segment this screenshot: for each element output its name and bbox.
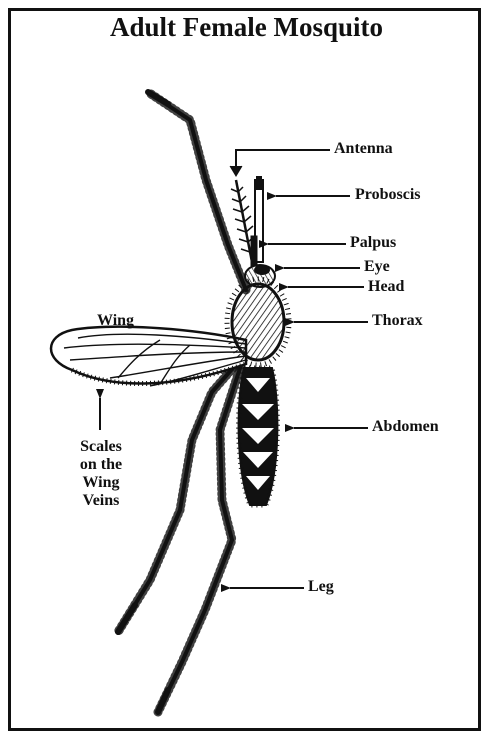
label-leg: Leg xyxy=(308,578,334,596)
label-abdomen: Abdomen xyxy=(372,418,439,436)
legs xyxy=(118,92,246,712)
palpus-drawing xyxy=(251,236,257,266)
label-wing: Wing xyxy=(97,312,134,330)
wing-drawing xyxy=(51,327,246,386)
label-scales-line-3: Wing xyxy=(62,474,140,492)
label-head: Head xyxy=(368,278,404,296)
label-scales-on-wing-veins: Scales on the Wing Veins xyxy=(62,438,140,510)
label-scales-line-1: Scales xyxy=(62,438,140,456)
antenna-pointer xyxy=(236,150,330,174)
label-proboscis: Proboscis xyxy=(355,186,420,204)
label-scales-line-2: on the xyxy=(62,456,140,474)
label-scales-line-4: Veins xyxy=(62,492,140,510)
eye-drawing xyxy=(254,265,270,275)
label-eye: Eye xyxy=(364,258,390,276)
label-palpus: Palpus xyxy=(350,234,396,252)
label-thorax: Thorax xyxy=(372,312,423,330)
abdomen-drawing xyxy=(239,368,278,505)
label-antenna: Antenna xyxy=(334,140,393,158)
